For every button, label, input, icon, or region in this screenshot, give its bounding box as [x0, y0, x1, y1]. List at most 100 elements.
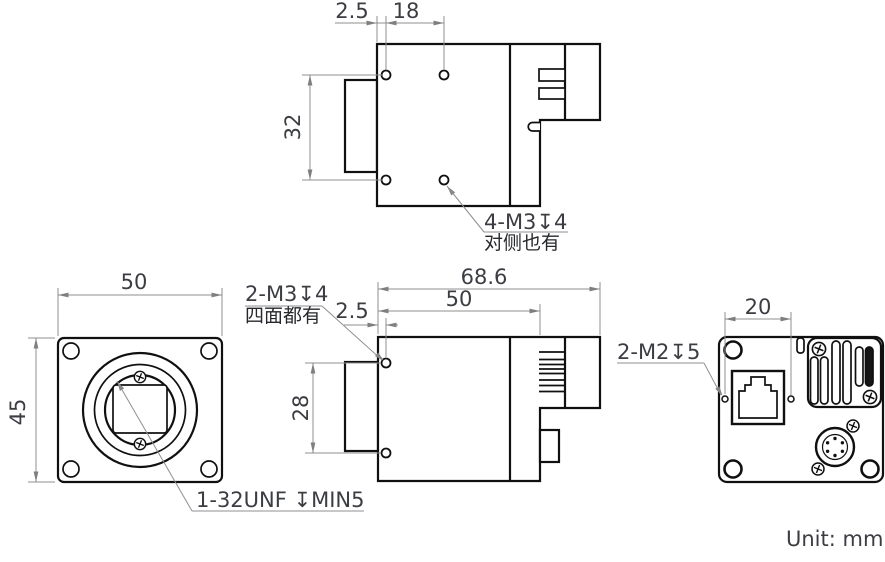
camera-body-top-outline [375, 42, 602, 208]
view-top-side: 2.5 18 32 4-M3↧4 对侧也有 [281, 0, 602, 254]
mount-note-label: 1-32UNF ↧MIN5 [196, 488, 364, 512]
pin-dot [825, 441, 830, 445]
arrowhead [386, 322, 397, 328]
lens-mount-mid-ring [93, 363, 187, 457]
dim-front-width-50: 50 [57, 270, 223, 336]
m2-hole [721, 395, 729, 403]
leader-line [116, 380, 193, 512]
view-side: 68.6 50 2.5 28 [245, 265, 602, 483]
dim-label-offset: 2.5 [335, 0, 368, 23]
arrowhead [529, 308, 540, 314]
thread-note-label: 2-M3↧4 [245, 282, 328, 306]
connector-slot [538, 87, 566, 100]
corner-hole [62, 460, 80, 478]
dim-label-height: 45 [6, 399, 30, 426]
power-connector-inner [821, 433, 849, 461]
view-rear: 20 2-M2↧5 [617, 295, 885, 484]
screw-icon [846, 419, 860, 433]
arrowhead [33, 471, 39, 482]
thread-note-label: 4-M3↧4 [484, 210, 567, 234]
arrowhead [58, 292, 69, 298]
corner-hole [723, 340, 743, 360]
m3-hole [438, 69, 450, 81]
arrowhead [375, 352, 384, 361]
arrowhead [307, 75, 313, 86]
sensor-window [112, 384, 168, 434]
screw-icon [811, 462, 825, 476]
arrowhead [310, 442, 316, 453]
thread-note-label: 2-M2↧5 [617, 340, 700, 364]
view-front: 50 45 1-32UNF ↧MIN5 [6, 270, 364, 512]
arrowhead [307, 169, 313, 180]
arrowhead [589, 286, 600, 292]
dim-top-horizontal: 2.5 18 [335, 0, 445, 70]
leader-line [321, 305, 383, 361]
vent-slot [842, 340, 852, 405]
corner-hole [723, 459, 743, 479]
dim-label-length: 68.6 [461, 265, 508, 289]
dim-side-hole-spacing-28: 28 [289, 362, 381, 454]
note-front-mount: 1-32UNF ↧MIN5 [116, 380, 364, 512]
arrowhead [367, 322, 378, 328]
screw-icon [862, 389, 878, 405]
vent-slot [819, 356, 829, 405]
corner-hole [860, 459, 880, 479]
ethernet-port [730, 369, 786, 426]
thread-note-sub-label: 四面都有 [245, 305, 321, 327]
leader-line [703, 362, 722, 396]
note-rear-thread: 2-M2↧5 [617, 340, 723, 396]
screw-icon [133, 437, 147, 451]
vent-slot [809, 356, 819, 405]
arrowhead [378, 308, 389, 314]
dim-label-width: 50 [121, 270, 148, 294]
pin-dot [833, 436, 837, 441]
vent-slot [831, 340, 841, 405]
bottom-tab [538, 428, 561, 464]
dim-front-height-45: 45 [6, 337, 55, 483]
corner-hole [200, 342, 218, 360]
vent-slot-dark [864, 346, 874, 387]
m3-hole [380, 174, 392, 186]
arrowhead [33, 338, 39, 349]
thread-note-sub-label: 对侧也有 [484, 232, 560, 254]
dim-rear-hole-spacing-20: 20 [724, 295, 792, 395]
arrowhead [433, 20, 444, 26]
arrowhead [386, 20, 397, 26]
m3-hole [438, 174, 450, 186]
m3-hole [380, 69, 392, 81]
dim-side-length-68-6: 68.6 [377, 265, 601, 335]
arrowhead [366, 20, 377, 26]
arrowhead [725, 316, 736, 322]
screw-icon [811, 341, 827, 357]
unit-note: Unit: mm [786, 527, 883, 551]
m2-hole [787, 395, 795, 403]
dim-label-height: 32 [281, 114, 305, 141]
dim-label-offset: 2.5 [335, 299, 368, 323]
corner-hole [200, 460, 218, 478]
lens-mount-outer-ring [81, 351, 199, 469]
dim-label-spacing: 28 [289, 395, 313, 422]
latch-notch [527, 121, 540, 132]
m3-hole [380, 447, 392, 459]
connector-rib-lines [539, 351, 565, 393]
power-connector [814, 426, 856, 468]
lens-barrel-top [343, 78, 379, 174]
corner-hole [62, 342, 80, 360]
arrowhead [378, 286, 389, 292]
pin-dot [825, 449, 830, 453]
note-top-thread: 4-M3↧4 对侧也有 [446, 185, 568, 254]
power-connector-outer [814, 426, 856, 468]
screw-icon [133, 370, 147, 384]
top-slot-tab [796, 337, 805, 354]
camera-body-side-outline [376, 335, 602, 483]
vent-panel [806, 336, 883, 409]
dim-label-body: 50 [446, 287, 473, 311]
note-side-thread: 2-M3↧4 四面都有 [245, 282, 384, 361]
rj45-plug-profile [738, 376, 778, 419]
lens-barrel-side [343, 360, 380, 453]
dim-side-body-50: 50 [378, 287, 541, 335]
leader-line [446, 185, 485, 233]
dim-label-spacing: 20 [745, 295, 772, 319]
